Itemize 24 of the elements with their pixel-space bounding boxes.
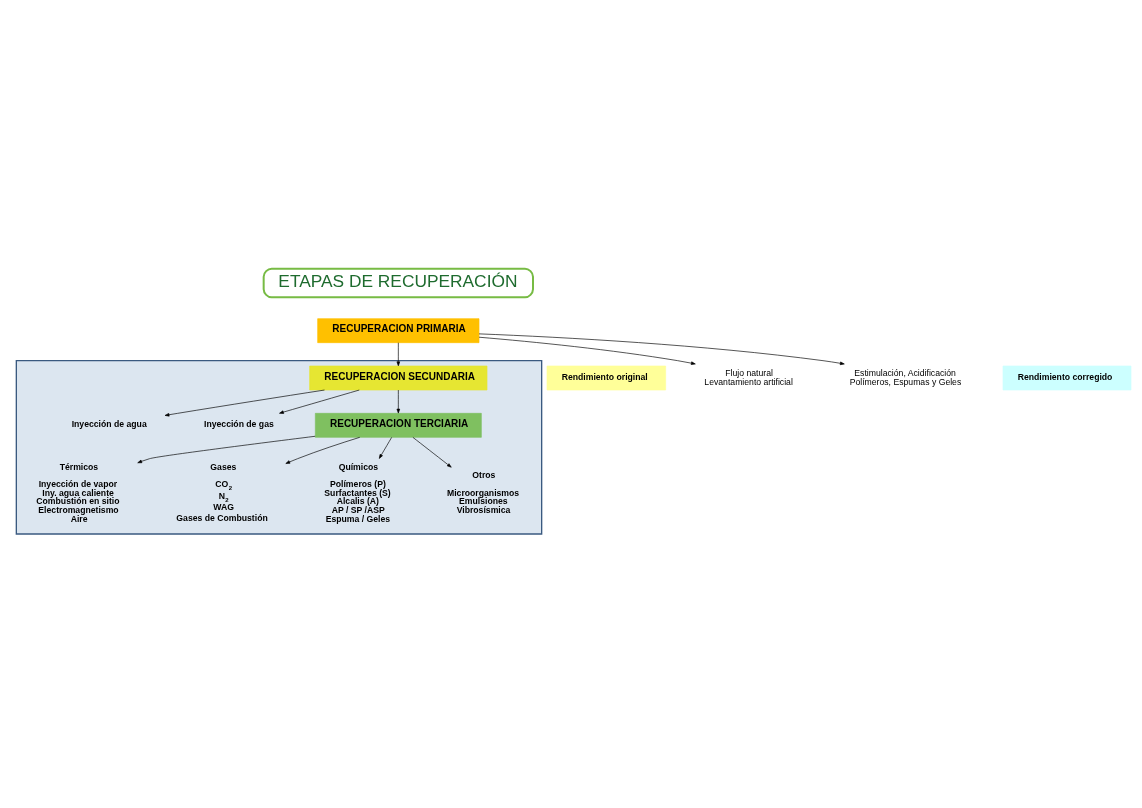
arrow [164, 389, 325, 417]
node-text: Flujo natural Levantamiento artificial [704, 367, 793, 387]
arrow [137, 435, 316, 464]
node-text: Inyección de agua [71, 418, 147, 429]
node-text: Gases CO$_{2}$ N$_{2}$ WAG Gases de Combustión [176, 461, 268, 524]
arrow [279, 389, 360, 414]
node-text: Térmicos Inyección de vapor Iny. agua caliente Combustión en sitio Electromagnetismo Aire [36, 461, 120, 524]
arrow [478, 336, 696, 365]
node-box: RECUPERACION TERCIARIA [315, 413, 482, 438]
node-text: Otros Microorganismos Emulsiones Vibrosísmica [447, 470, 520, 515]
node-box: Rendimiento corregido [1002, 365, 1132, 391]
node-text: Estimulación, Acidificación Polímeros, Espumas y Geles [849, 367, 962, 387]
node-text: Inyección de gas [204, 418, 274, 429]
node-box: ETAPAS DE RECUPERACIÓN [262, 267, 534, 299]
arrow [396, 342, 401, 367]
node-text: Químicos Polímeros (P) Surfactantes (S) Alcalis (A) AP / SP /ASP Espuma / Geles [324, 461, 391, 524]
arrow [396, 389, 401, 414]
node-box: Rendimiento original [546, 365, 666, 391]
node-box: RECUPERACION PRIMARIA [317, 318, 480, 343]
arrow [378, 437, 392, 459]
arrow [412, 437, 452, 468]
arrow [478, 333, 845, 366]
node-box: RECUPERACION SECUNDARIA [309, 365, 488, 391]
arrow [285, 437, 361, 464]
